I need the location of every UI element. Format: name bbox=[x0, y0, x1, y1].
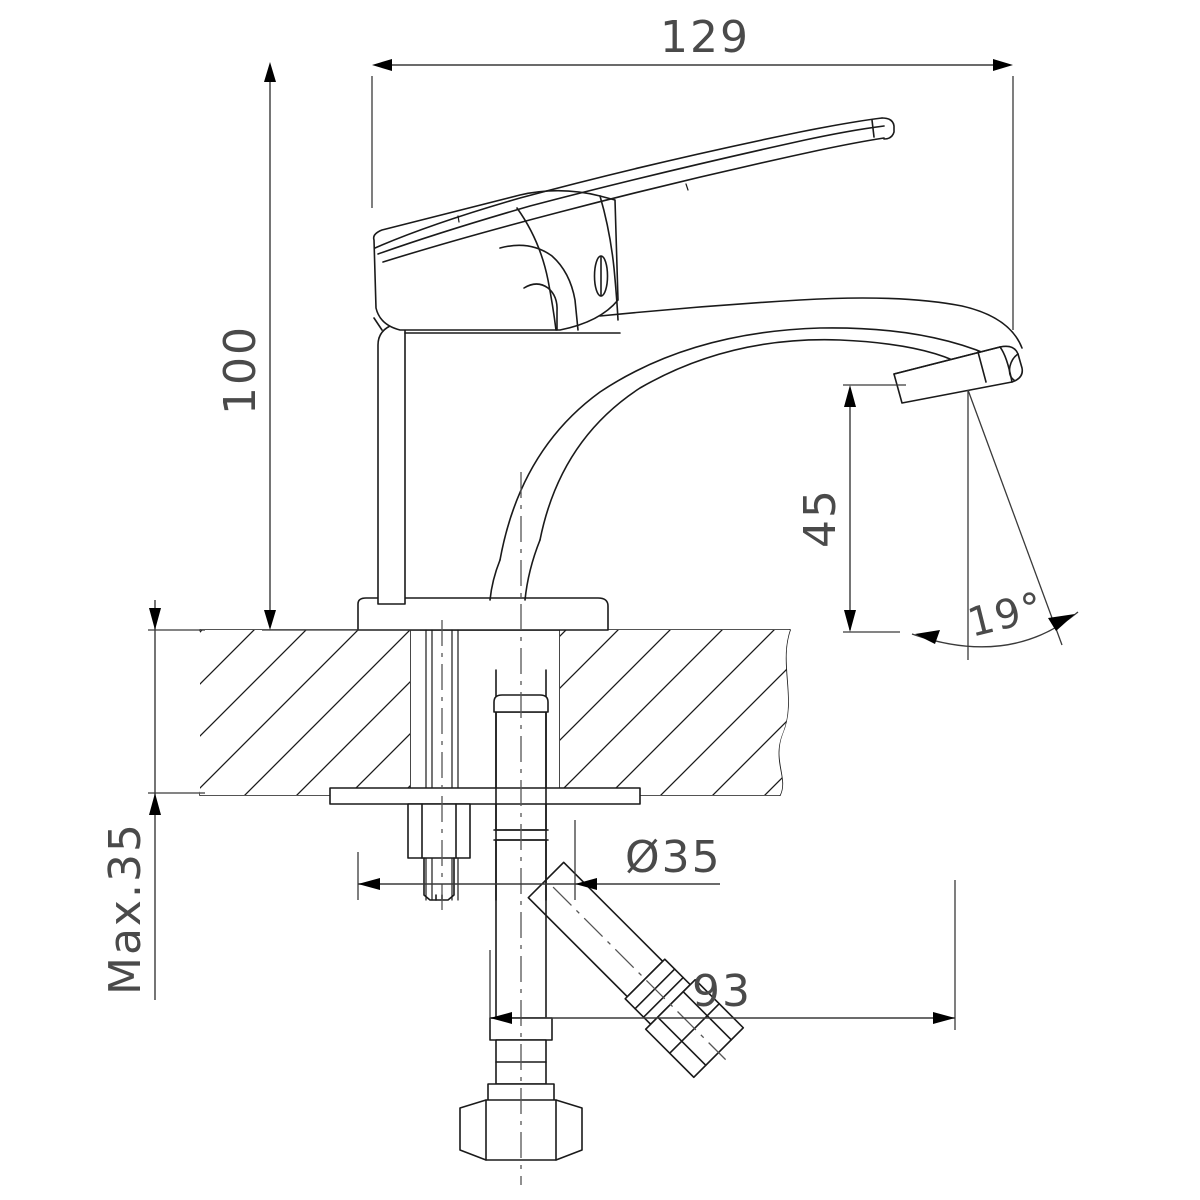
dimension-label-100: 100 bbox=[215, 325, 266, 415]
aerator-outlet bbox=[893, 345, 1024, 404]
hex-coupling-nut-lower bbox=[459, 1099, 583, 1161]
single-lever-handle bbox=[374, 117, 895, 331]
dimension-overall-height: 100 bbox=[215, 62, 420, 631]
dimension-label-d35: Ø35 bbox=[625, 832, 722, 883]
faucet-body bbox=[357, 117, 1024, 631]
dimension-label-129: 129 bbox=[660, 12, 750, 63]
curved-spout bbox=[489, 297, 1023, 601]
mounting-lock-nut bbox=[407, 803, 471, 901]
mounting-hardware bbox=[329, 472, 745, 1185]
dimension-hose-length: 93 bbox=[489, 880, 956, 1030]
dimension-label-45: 45 bbox=[795, 488, 846, 548]
mounting-washer-plate bbox=[329, 787, 641, 805]
dimension-label-max35: Max.35 bbox=[100, 822, 151, 995]
dimension-overall-length: 129 bbox=[371, 12, 1014, 330]
base-escutcheon-plate bbox=[357, 597, 609, 631]
dimension-label-93: 93 bbox=[692, 966, 752, 1017]
dimension-max-thickness: Max.35 bbox=[100, 600, 205, 1000]
dimension-hole-diameter: Ø35 bbox=[357, 820, 722, 900]
angled-centerline bbox=[552, 886, 727, 1061]
dimension-spout-height: 45 bbox=[795, 384, 906, 633]
